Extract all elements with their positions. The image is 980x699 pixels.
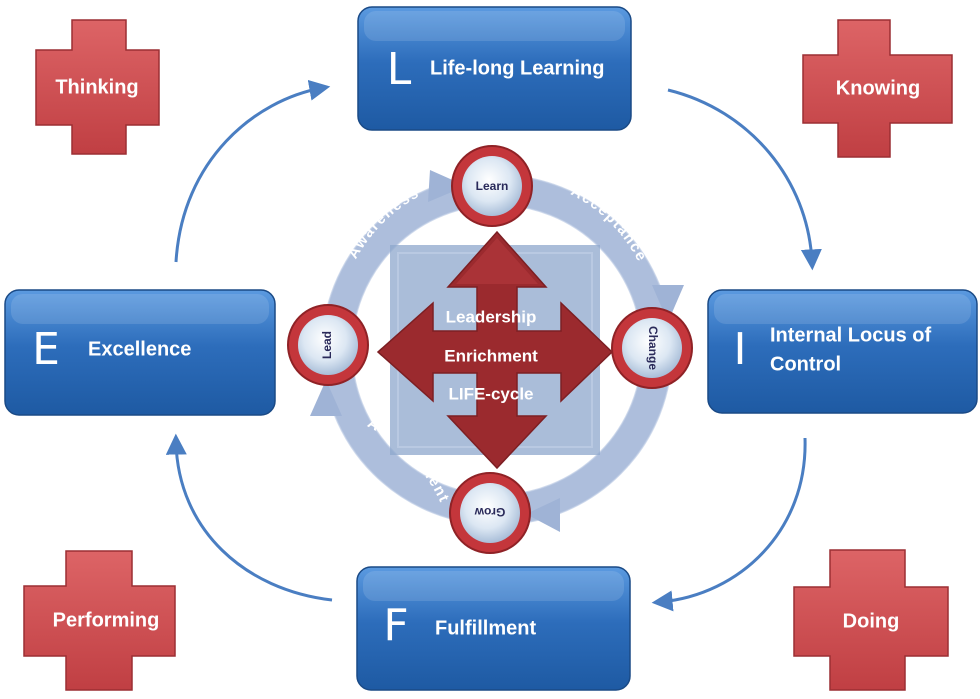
ring-arrowhead-bottom xyxy=(526,498,560,532)
box-internal-locus: I Internal Locus of Control xyxy=(707,289,978,414)
cross-performing: Performing xyxy=(23,550,176,691)
box-label-excellence: Excellence xyxy=(88,338,191,360)
box-excellence: E Excellence xyxy=(4,289,276,416)
center-label-enrichment: Enrichment xyxy=(444,346,538,365)
node-lead: Lead xyxy=(287,304,369,386)
cross-label-performing: Performing xyxy=(53,609,160,631)
center-label-life-cycle: LIFE-cycle xyxy=(448,384,533,403)
four-way-arrow xyxy=(376,230,614,470)
node-label-learn: Learn xyxy=(476,179,509,193)
node-learn: Learn xyxy=(451,145,533,227)
node-label-lead: Lead xyxy=(320,331,334,359)
arrow-fulfillment-to-excellence xyxy=(165,433,333,602)
box-life-long-learning: L Life-long Learning xyxy=(357,6,632,131)
cross-label-thinking: Thinking xyxy=(55,76,138,98)
box-letter-l: L xyxy=(387,44,412,95)
arrow-excellence-to-learning xyxy=(174,79,331,263)
ring-arrowhead-right xyxy=(652,285,684,322)
box-label-locus-line1: Internal Locus of xyxy=(770,324,931,346)
node-change: Change xyxy=(611,307,693,389)
cross-doing: Doing xyxy=(793,549,949,691)
ring-arrowhead-left xyxy=(310,380,342,416)
box-label-locus-line2: Control xyxy=(770,353,841,375)
box-letter-e: E xyxy=(32,324,60,375)
node-label-change: Change xyxy=(646,326,660,370)
outer-cycle-arrows xyxy=(165,79,822,612)
cross-label-knowing: Knowing xyxy=(836,77,920,99)
box-letter-i: I xyxy=(734,324,747,375)
arrow-locus-to-fulfillment xyxy=(651,437,807,612)
ring-arrowhead-top xyxy=(428,170,466,202)
cross-knowing: Knowing xyxy=(802,19,953,158)
node-grow: Grow xyxy=(449,472,531,554)
cross-thinking: Thinking xyxy=(35,19,160,155)
cross-label-doing: Doing xyxy=(843,610,900,632)
arrow-learning-to-locus xyxy=(667,88,822,271)
center-label-leadership: Leadership xyxy=(446,307,537,326)
box-letter-f: F xyxy=(383,600,408,651)
box-label-learning: Life-long Learning xyxy=(430,57,604,79)
box-label-fulfillment: Fulfillment xyxy=(435,617,536,639)
box-fulfillment: F Fulfillment xyxy=(356,566,631,691)
node-label-grow: Grow xyxy=(474,505,505,519)
